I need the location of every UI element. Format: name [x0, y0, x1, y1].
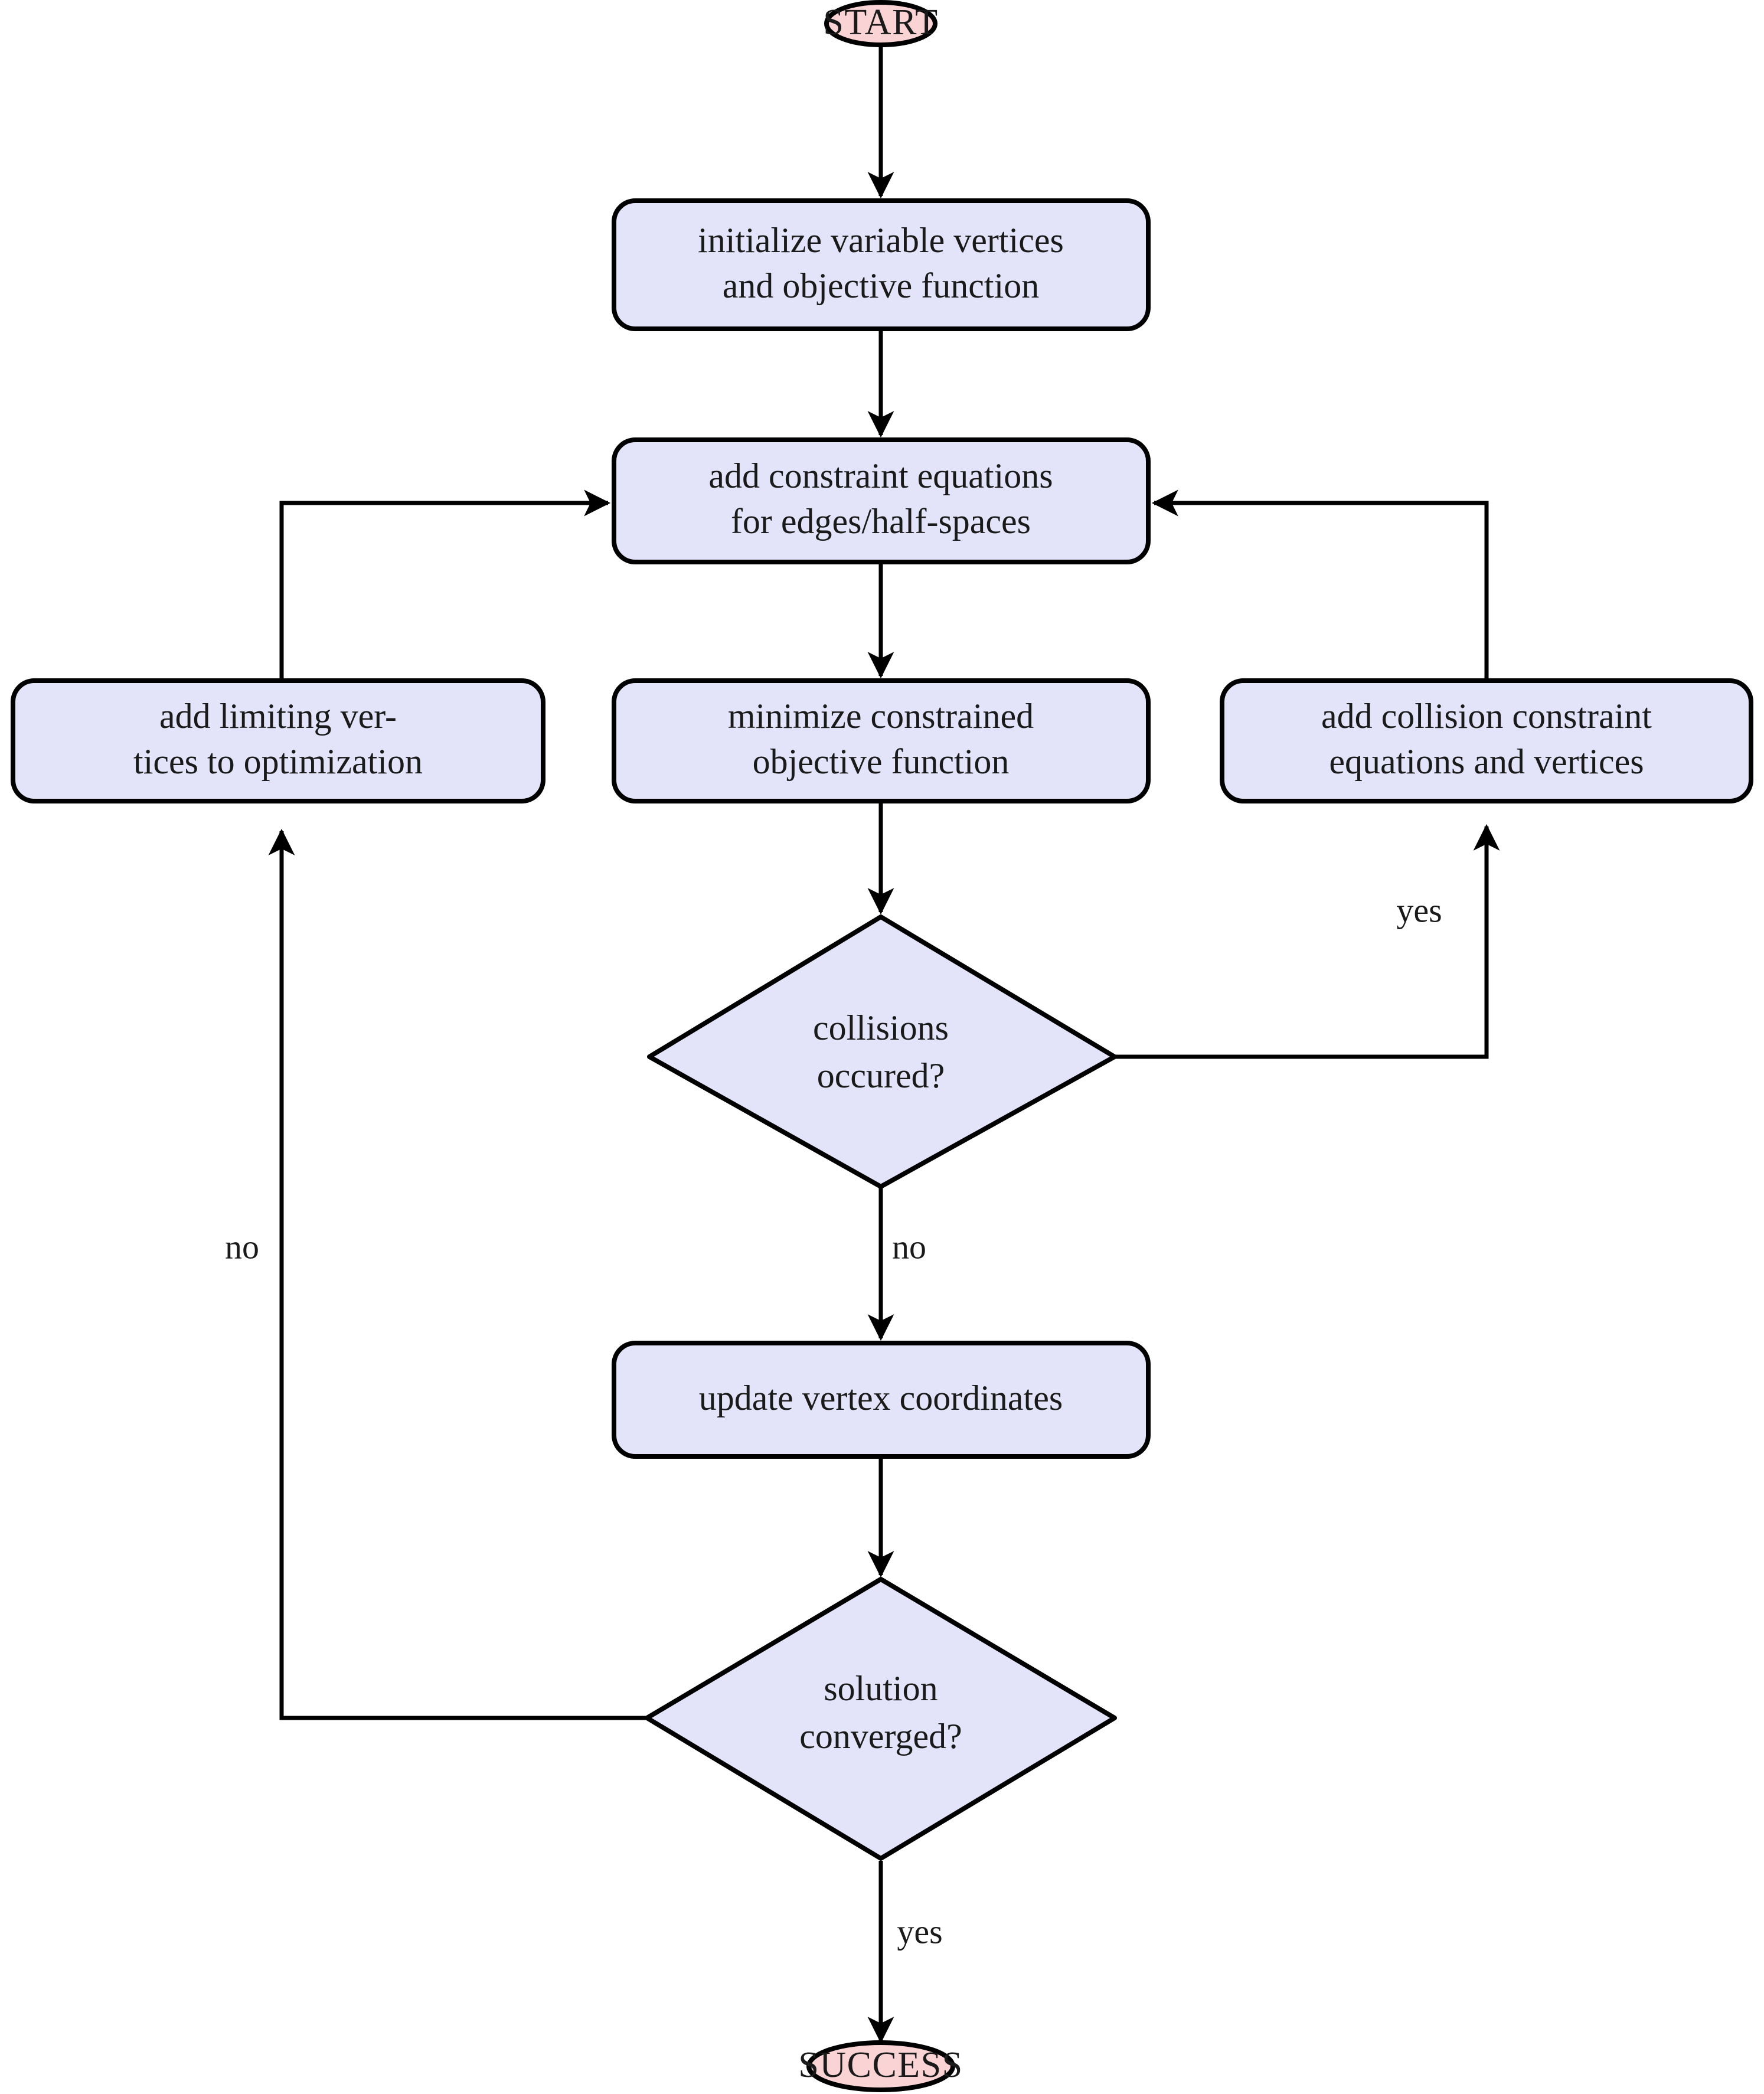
limiting-box [11, 678, 545, 803]
node-convergedq[interactable]: solution converged? [645, 1577, 1117, 1861]
update-label-line1: update vertex coordinates [699, 1378, 1063, 1417]
init-box [612, 198, 1151, 331]
node-minimize[interactable]: minimize constrained objective function [612, 678, 1151, 803]
edge-label-converged-yes: yes [897, 1912, 942, 1951]
node-collisionq[interactable]: collisions occured? [647, 914, 1117, 1189]
edge-collisionq-yes-to-collide [1113, 824, 1500, 1059]
limiting-label-line1: add limiting ver- [159, 697, 397, 736]
constrain-label-line1: add constraint equations [708, 456, 1053, 495]
node-success[interactable]: SUCCESS [798, 2040, 963, 2092]
success-label: SUCCESS [798, 2045, 963, 2085]
limiting-label-line2: tices to optimization [133, 742, 423, 781]
update-box [612, 1341, 1151, 1459]
collisionq-label-line2: occured? [817, 1056, 945, 1095]
node-constrain[interactable]: add constraint equations for edges/half-… [612, 437, 1151, 564]
collide-label-line1: add collision constraint [1321, 697, 1652, 736]
node-limiting[interactable]: add limiting ver- tices to optimization [11, 678, 545, 803]
edge-limiting-to-constrain [279, 489, 611, 681]
convergedq-diamond [645, 1577, 1117, 1861]
collide-label-line2: equations and vertices [1329, 742, 1644, 781]
success-ellipse [806, 2040, 955, 2092]
constrain-label-line2: for edges/half-spaces [731, 502, 1031, 541]
node-init[interactable]: initialize variable vertices and objecti… [612, 198, 1151, 331]
edge-label-converged-no: no [225, 1227, 259, 1266]
edge-convergedq-no-to-limiting [268, 828, 649, 1720]
collide-box [1220, 678, 1753, 803]
constrain-box [612, 437, 1151, 564]
edge-label-collision-yes: yes [1396, 891, 1442, 929]
init-label-line2: and objective function [723, 266, 1039, 305]
edge-collide-to-constrain [1151, 489, 1489, 681]
node-collide[interactable]: add collision constraint equations and v… [1220, 678, 1753, 803]
edge-label-collision-no: no [892, 1227, 926, 1266]
start-label: START [823, 2, 938, 43]
init-label-line1: initialize variable vertices [698, 221, 1064, 260]
collisionq-diamond [647, 914, 1117, 1189]
convergedq-label-line2: converged? [799, 1717, 962, 1756]
node-start[interactable]: START [823, 0, 938, 47]
minimize-label-line2: objective function [753, 742, 1010, 781]
minimize-label-line1: minimize constrained [728, 697, 1034, 736]
start-ellipse [824, 0, 937, 47]
minimize-box [612, 678, 1151, 803]
node-update[interactable]: update vertex coordinates [612, 1341, 1151, 1459]
convergedq-label-line1: solution [824, 1669, 937, 1708]
collisionq-label-line1: collisions [813, 1008, 949, 1047]
